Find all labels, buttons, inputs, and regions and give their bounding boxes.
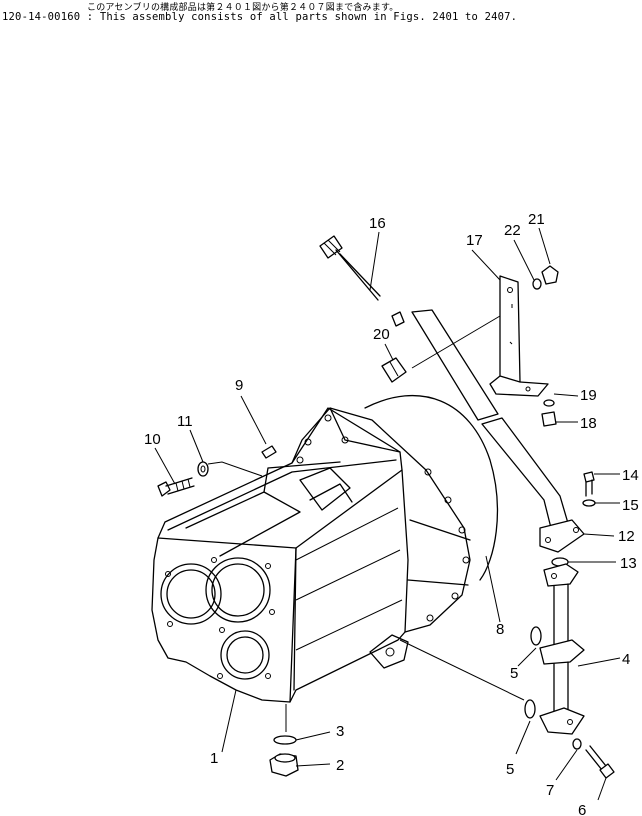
part-o-ring-5b (524, 699, 536, 719)
part-washer-11 (197, 461, 209, 477)
callout-12: 12 (618, 528, 635, 545)
part-block-20 (381, 357, 407, 383)
callout-17: 17 (466, 232, 483, 249)
part-o-ring-3 (273, 735, 297, 745)
callout-8: 8 (496, 621, 504, 638)
part-bracket-17 (489, 275, 549, 397)
part-bolt-6 (585, 745, 615, 779)
header-note-english: 120-14-00160 : This assembly consists of… (2, 11, 518, 23)
part-o-ring-large (364, 394, 499, 581)
part-washer-7 (572, 738, 582, 750)
part-dipstick (319, 235, 405, 327)
callout-11: 11 (177, 413, 193, 430)
part-washer-22 (532, 278, 542, 290)
callout-16: 16 (369, 215, 386, 232)
callout-6: 6 (578, 802, 586, 816)
callout-5b: 5 (506, 761, 514, 778)
callout-22: 22 (504, 222, 521, 239)
part-dowel-pin (261, 445, 277, 459)
callout-2: 2 (336, 757, 344, 774)
callout-21: 21 (528, 211, 545, 228)
callout-3: 3 (336, 723, 344, 740)
part-washer-19 (543, 399, 555, 407)
leader-lines (154, 227, 621, 801)
callout-13: 13 (620, 555, 637, 572)
callout-15: 15 (622, 497, 639, 514)
callout-19: 19 (580, 387, 597, 404)
callout-5a: 5 (510, 665, 518, 682)
part-plug-2 (269, 753, 299, 777)
callout-20: 20 (373, 326, 390, 343)
part-bolt-10 (157, 477, 195, 497)
part-bolt-18 (541, 411, 557, 427)
callout-4: 4 (622, 651, 630, 668)
callout-numbers: 1 2 3 4 5 5 6 7 8 9 10 11 12 13 14 15 16… (144, 211, 639, 816)
callout-18: 18 (580, 415, 597, 432)
callout-7: 7 (546, 782, 554, 799)
callout-10: 10 (144, 431, 161, 448)
header-note-japanese: このアセンブリの構成部品は第２４０１図から第２４０７図まで含みます。 (87, 3, 399, 13)
callout-14: 14 (622, 467, 639, 484)
part-tube-12 (411, 309, 585, 553)
part-transmission-case (151, 407, 471, 703)
callout-1: 1 (210, 750, 218, 767)
part-pipe-4 (539, 563, 585, 735)
part-o-ring-5a (530, 626, 542, 646)
callout-9: 9 (235, 377, 243, 394)
part-nut-21 (541, 265, 559, 285)
part-bolt-14 (583, 471, 595, 497)
part-washer-15 (582, 499, 596, 507)
